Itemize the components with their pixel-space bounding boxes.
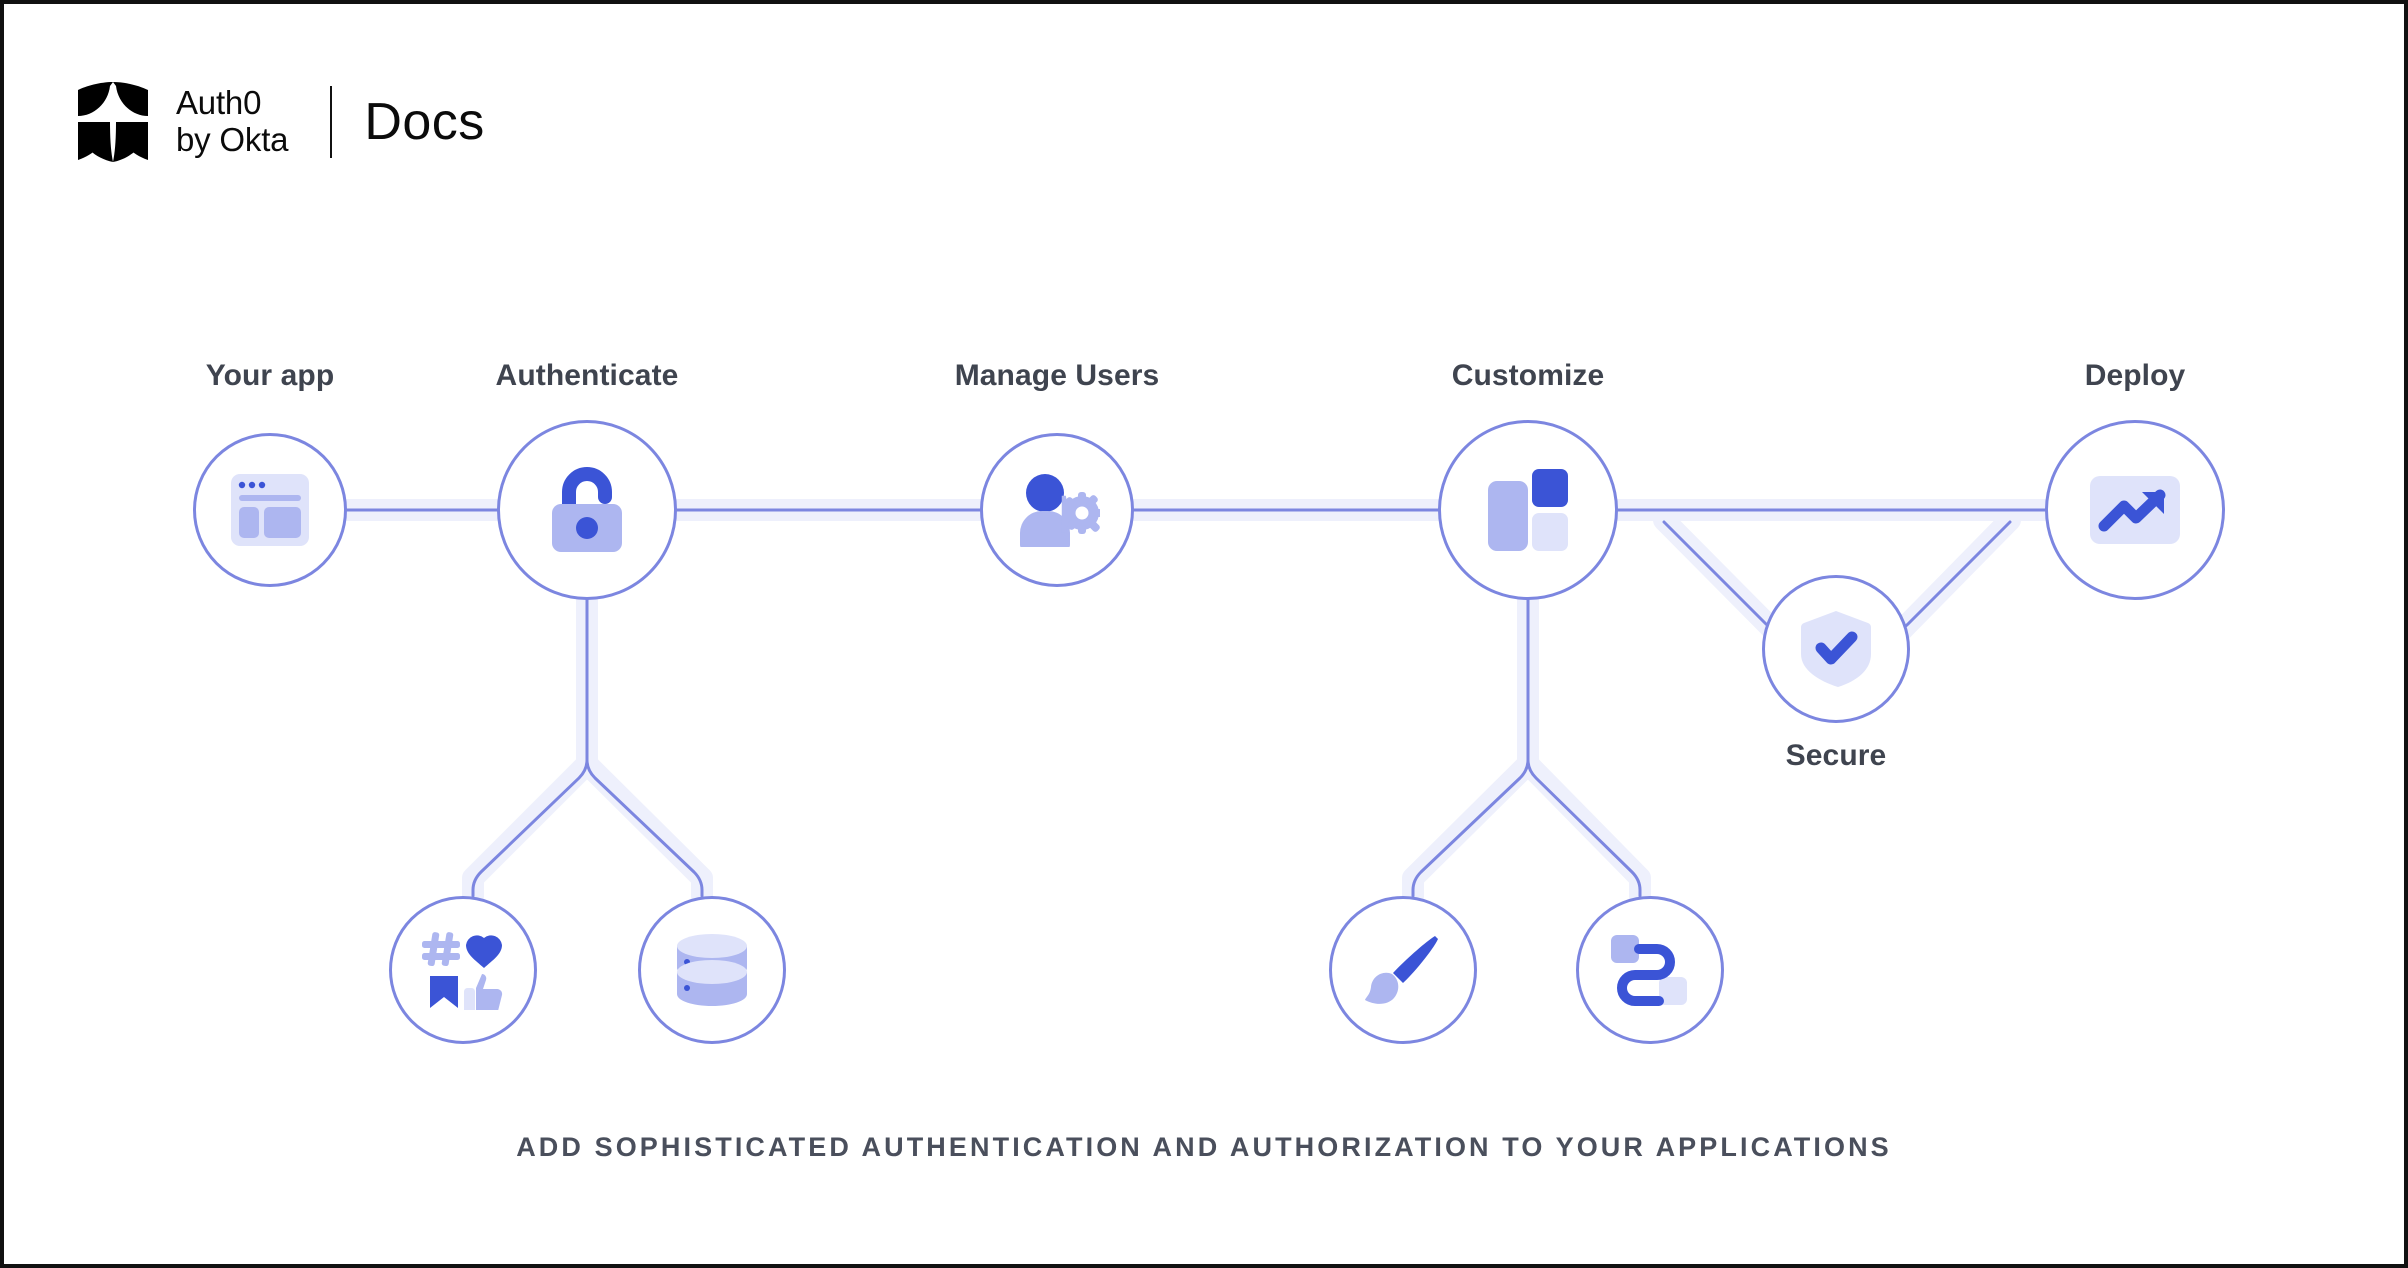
trending-up-icon [2090,476,2180,544]
brand-name-line1: Auth0 [176,84,262,122]
browser-window-icon [231,474,309,546]
node-label-secure: Secure [1785,739,1887,772]
unlock-icon [552,467,622,552]
node-authenticate[interactable] [497,420,677,600]
node-label-deploy: Deploy [2084,359,2186,392]
node-branding[interactable] [1329,896,1477,1044]
social-grid-icon [422,932,503,1010]
bookmark-icon [430,976,458,1008]
edge-line-layer [345,508,2047,898]
node-actions-flows[interactable] [1576,896,1724,1044]
node-your-app[interactable] [193,433,347,587]
node-customize[interactable] [1438,420,1618,600]
node-label-your-app: Your app [205,359,335,392]
brand-product-label: Docs [364,93,485,151]
brand-header[interactable]: Auth0 by Okta Docs [76,82,485,162]
node-social-connections[interactable] [389,896,537,1044]
node-label-manage-users: Manage Users [954,359,1160,392]
layout-blocks-icon [1488,469,1568,551]
diagram-edges [336,499,2056,907]
hash-icon [422,932,460,967]
node-label-authenticate: Authenticate [495,359,679,392]
node-deploy[interactable] [2045,420,2225,600]
brand-wordmark: Auth0 by Okta [176,84,289,159]
brand-name-line2: by Okta [176,121,289,158]
node-database-connections[interactable] [638,896,786,1044]
thumbs-up-icon [464,974,503,1010]
auth0-shield-icon [78,82,148,162]
flow-connect-icon [1611,935,1687,1006]
paintbrush-icon [1365,936,1438,1004]
diagram-caption: ADD SOPHISTICATED AUTHENTICATION AND AUT… [516,1132,1892,1162]
brand-divider [330,86,333,158]
shield-check-icon [1800,611,1872,687]
user-gear-icon [1020,474,1100,547]
heart-icon [466,935,502,968]
database-icon [677,934,747,1006]
node-secure[interactable] [1762,575,1910,723]
node-label-customize: Customize [1451,359,1605,392]
node-manage-users[interactable] [980,433,1134,587]
flow-diagram: Your app Authenticate Manage Users Custo… [4,4,2404,1264]
